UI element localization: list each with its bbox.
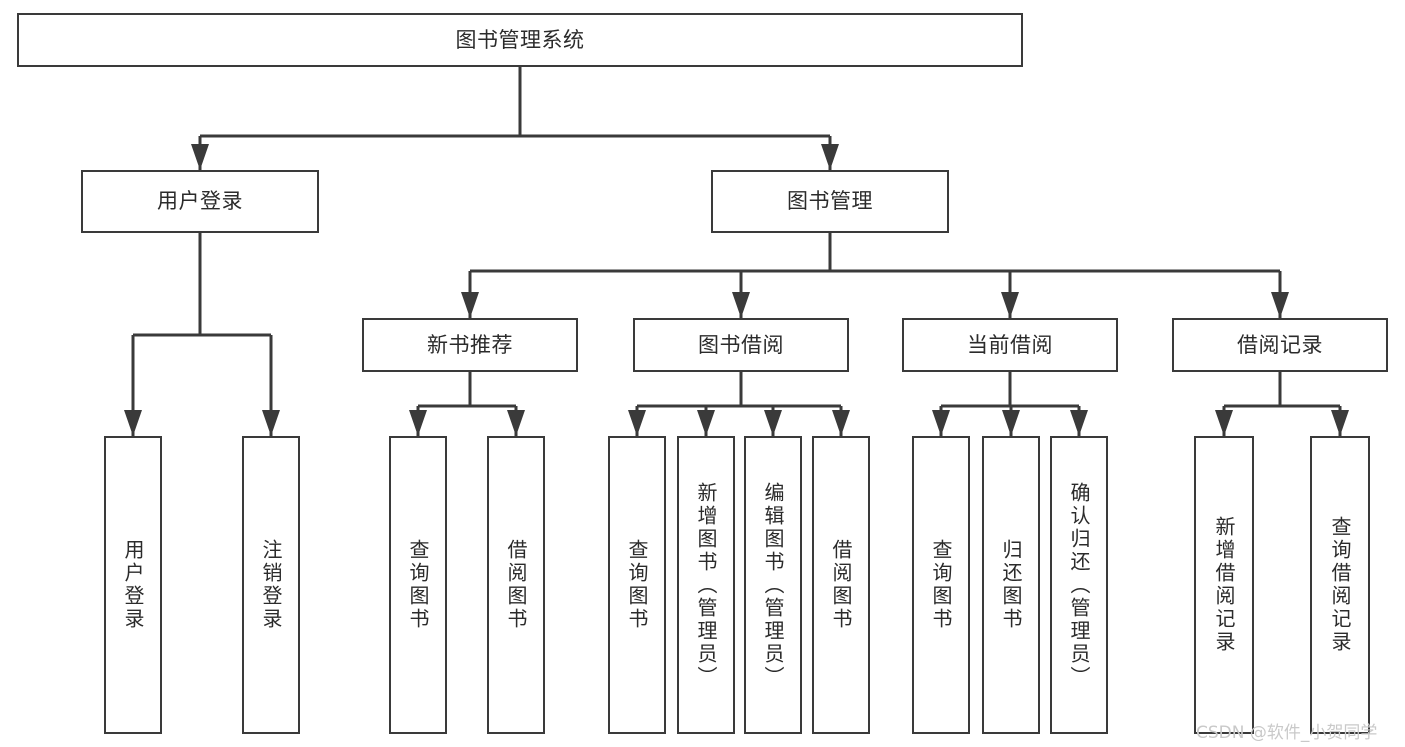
node-leaf-user-login[interactable]: 用户登录 (104, 436, 162, 734)
node-label: 新增借阅记录 (1212, 516, 1236, 654)
node-label: 借阅图书 (504, 539, 528, 631)
node-label: 用户登录 (121, 539, 145, 631)
node-leaf-add-book[interactable]: 新增图书（管理员） (677, 436, 735, 734)
node-label: 归还图书 (999, 539, 1023, 631)
node-label: 注销登录 (259, 539, 283, 631)
arrow-head-leaf-return-book (1002, 410, 1020, 436)
node-leaf-query-book-3[interactable]: 查询图书 (912, 436, 970, 734)
arrow-head-new-book-rec (461, 292, 479, 318)
arrow-head-leaf-borrow-book-2 (832, 410, 850, 436)
node-leaf-return-book[interactable]: 归还图书 (982, 436, 1040, 734)
node-label: 借阅记录 (1237, 332, 1323, 357)
arrow-head-user-login (191, 144, 209, 170)
node-label: 新增图书（管理员） (694, 481, 718, 689)
node-current-borrow[interactable]: 当前借阅 (902, 318, 1118, 372)
arrow-head-leaf-query-record (1331, 410, 1349, 436)
node-leaf-edit-book[interactable]: 编辑图书（管理员） (744, 436, 802, 734)
node-book-manage[interactable]: 图书管理 (711, 170, 949, 233)
node-borrow-record[interactable]: 借阅记录 (1172, 318, 1388, 372)
arrow-head-borrow-record (1271, 292, 1289, 318)
node-label: 当前借阅 (967, 332, 1053, 357)
arrow-head-leaf-confirm-return (1070, 410, 1088, 436)
node-label: 查询借阅记录 (1328, 516, 1352, 654)
node-user-login[interactable]: 用户登录 (81, 170, 319, 233)
node-label: 编辑图书（管理员） (761, 481, 785, 689)
node-label: 查询图书 (929, 539, 953, 631)
node-label: 确认归还（管理员） (1067, 481, 1091, 689)
arrow-head-book-borrow (732, 292, 750, 318)
arrow-head-leaf-edit-book (764, 410, 782, 436)
arrow-head-book-manage (821, 144, 839, 170)
node-label: 图书管理 (787, 189, 873, 214)
node-leaf-logout[interactable]: 注销登录 (242, 436, 300, 734)
node-leaf-query-record[interactable]: 查询借阅记录 (1310, 436, 1370, 734)
connector-group (124, 67, 1349, 436)
node-leaf-add-record[interactable]: 新增借阅记录 (1194, 436, 1254, 734)
arrow-head-leaf-add-record (1215, 410, 1233, 436)
node-label: 新书推荐 (427, 332, 513, 357)
node-label: 查询图书 (406, 539, 430, 631)
arrow-head-leaf-borrow-book-1 (507, 410, 525, 436)
node-label: 查询图书 (625, 539, 649, 631)
node-label: 用户登录 (157, 189, 243, 214)
arrow-head-current-borrow (1001, 292, 1019, 318)
node-leaf-borrow-book-2[interactable]: 借阅图书 (812, 436, 870, 734)
node-label: 图书管理系统 (455, 27, 585, 52)
node-leaf-query-book-1[interactable]: 查询图书 (389, 436, 447, 734)
node-root[interactable]: 图书管理系统 (17, 13, 1023, 67)
node-leaf-borrow-book-1[interactable]: 借阅图书 (487, 436, 545, 734)
node-label: 借阅图书 (829, 539, 853, 631)
node-book-borrow[interactable]: 图书借阅 (633, 318, 849, 372)
arrow-head-leaf-user-login (124, 410, 142, 436)
arrow-head-leaf-logout (262, 410, 280, 436)
arrow-head-leaf-query-book-3 (932, 410, 950, 436)
arrow-head-leaf-query-book-2 (628, 410, 646, 436)
node-label: 图书借阅 (698, 332, 784, 357)
node-leaf-confirm-return[interactable]: 确认归还（管理员） (1050, 436, 1108, 734)
arrow-head-leaf-query-book-1 (409, 410, 427, 436)
node-new-book-rec[interactable]: 新书推荐 (362, 318, 578, 372)
node-leaf-query-book-2[interactable]: 查询图书 (608, 436, 666, 734)
arrow-head-leaf-add-book (697, 410, 715, 436)
